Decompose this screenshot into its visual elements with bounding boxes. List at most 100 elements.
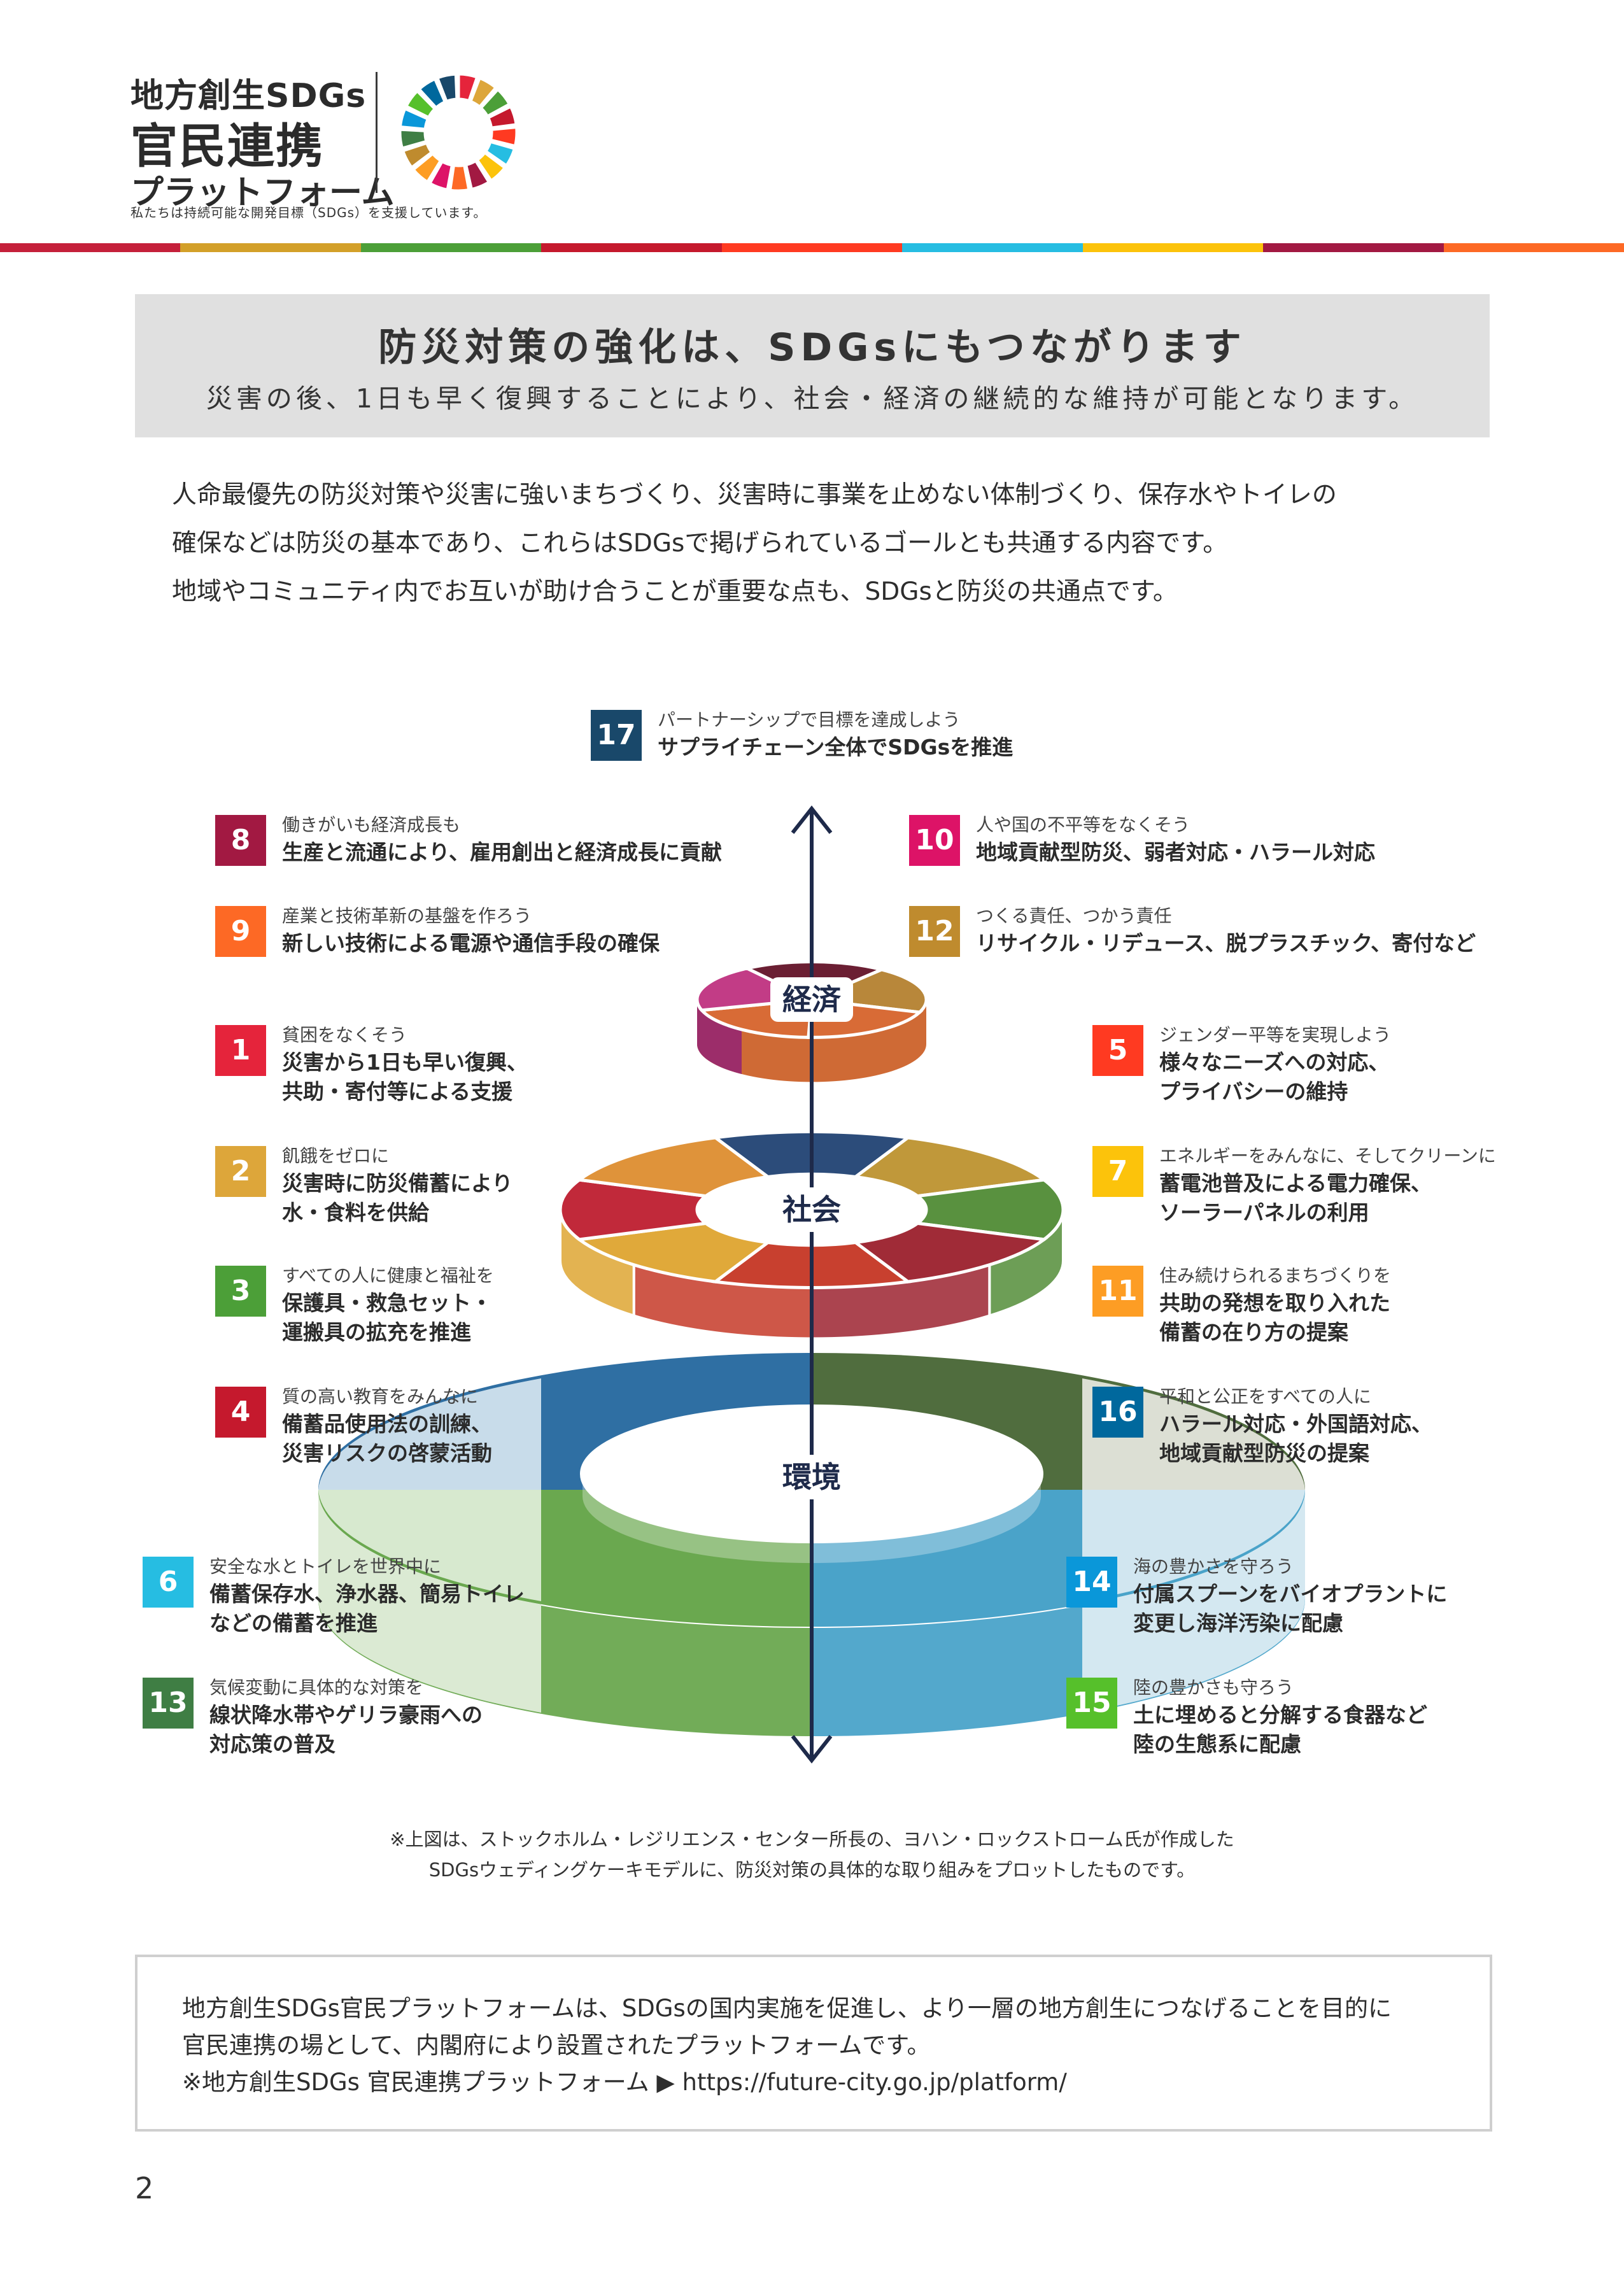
logo-line-1: 地方創生SDGs <box>131 77 367 115</box>
diagram-note: ※上図は、ストックホルム・レジリエンス・センター所長の、ヨハン・ロックストローム… <box>0 1824 1624 1885</box>
tier-label-environment: 環境 <box>770 1455 853 1499</box>
goal-title: つくる責任、つかう責任 <box>976 905 1172 926</box>
info-line: 官民連携の場として、内閣府により設置されたプラットフォームです。 <box>182 2032 931 2059</box>
goal-number: 10 <box>909 815 960 866</box>
society-tier <box>558 1130 1065 1340</box>
goal-title: 安全な水とトイレを世界中に <box>209 1556 442 1577</box>
goal-title: ジェンダー平等を実現しよう <box>1159 1024 1392 1045</box>
goal-description: 災害から1日も早い復興、共助・寄付等による支援 <box>282 1050 528 1104</box>
intro-line: 人命最優先の防災対策や災害に強いまちづくり、災害時に事業を止めない体制づくり、保… <box>172 481 1337 509</box>
goal-description: 生産と流通により、雇用創出と経済成長に貢献 <box>282 840 723 865</box>
axis-arrow-up-icon <box>791 805 833 834</box>
goal-description: サプライチェーン全体でSDGsを推進 <box>658 735 1013 760</box>
goal-title: パートナーシップで目標を達成しよう <box>658 709 961 730</box>
goal-description: 線状降水帯やゲリラ豪雨への対応策の普及 <box>209 1702 483 1757</box>
goal-number: 15 <box>1066 1678 1117 1729</box>
goal-title: 海の豊かさを守ろう <box>1133 1556 1294 1577</box>
goal-description: 備蓄保存水、浄水器、簡易トイレなどの備蓄を推進 <box>209 1581 525 1636</box>
goal-number: 6 <box>143 1557 194 1608</box>
goal-title: 産業と技術革新の基盤を作ろう <box>282 905 532 926</box>
goal-title: 働きがいも経済成長も <box>282 814 461 835</box>
society-segment <box>851 1136 1049 1198</box>
goal-title: 質の高い教育をみんなに <box>282 1386 479 1407</box>
society-segment <box>575 1136 772 1198</box>
goal-title: 平和と公正をすべての人に <box>1159 1386 1371 1407</box>
logo-divider <box>376 72 378 193</box>
goal-description: 土に埋めると分解する食器など陸の生態系に配慮 <box>1133 1702 1427 1757</box>
goal-description: 付属スプーンをバイオプラントに変更し海洋汚染に配慮 <box>1133 1581 1448 1636</box>
goal-description: ハラール対応・外国語対応、地域貢献型防災の提案 <box>1159 1411 1432 1466</box>
goal-description: 備蓄品使用法の訓練、災害リスクの啓蒙活動 <box>282 1411 492 1466</box>
logo-tagline: 私たちは持続可能な開発目標（SDGs）を支援しています。 <box>131 205 487 220</box>
goal-number: 8 <box>215 815 266 866</box>
platform-logo: 地方創生SDGs 官民連携 プラットフォーム <box>131 69 525 228</box>
goal-number: 11 <box>1092 1266 1143 1317</box>
goal-number: 12 <box>909 906 960 957</box>
intro-text: 人命最優先の防災対策や災害に強いまちづくり、災害時に事業を止めない体制づくり、保… <box>172 471 1464 616</box>
goal-title: 住み続けられるまちづくりを <box>1159 1265 1392 1286</box>
goal-title: エネルギーをみんなに、そしてクリーンに <box>1159 1145 1496 1166</box>
color-bar-segment <box>902 243 1083 252</box>
page-number: 2 <box>135 2171 154 2205</box>
page-title: 防災対策の強化は、SDGsにもつながります <box>378 325 1246 370</box>
goal-title: 飢餓をゼロに <box>282 1145 390 1166</box>
society-segment <box>851 1221 1049 1284</box>
tier-label-economy: 経済 <box>770 977 853 1022</box>
color-bar-segment <box>1443 243 1624 252</box>
goal-description: リサイクル・リデュース、脱プラスチック、寄付など <box>976 931 1476 956</box>
goal-description: 新しい技術による電源や通信手段の確保 <box>282 931 660 956</box>
goal-title: 気候変動に具体的な対策を <box>209 1677 424 1698</box>
goal-title: 貧困をなくそう <box>282 1024 407 1045</box>
goal-number: 5 <box>1092 1025 1143 1076</box>
intro-line: 確保などは防災の基本であり、これらはSDGsで掲げられているゴールとも共通する内… <box>172 529 1228 558</box>
goal-description: 共助の発想を取り入れた備蓄の在り方の提案 <box>1159 1291 1390 1345</box>
color-bar-segment <box>0 243 181 252</box>
goal-number: 17 <box>591 710 642 761</box>
axis-arrow-down-icon <box>791 1735 833 1764</box>
color-bar-segment <box>721 243 903 252</box>
goal-description: 蓄電池普及による電力確保、ソーラーパネルの利用 <box>1159 1171 1432 1225</box>
goal-description: 地域貢献型防災、弱者対応・ハラール対応 <box>976 840 1375 865</box>
society-segment <box>575 1221 772 1284</box>
goal-number: 9 <box>215 906 266 957</box>
goal-number: 4 <box>215 1387 266 1438</box>
sdgs-wheel-icon <box>398 72 519 193</box>
color-bar-segment <box>180 243 361 252</box>
info-line: 地方創生SDGs官民プラットフォームは、SDGsの国内実施を促進し、より一層の地… <box>182 1995 1392 2022</box>
logo-line-2: 官民連携 <box>131 119 324 174</box>
title-box: 防災対策の強化は、SDGsにもつながります 災害の後、1日も早く復興することによ… <box>135 294 1490 437</box>
note-line: SDGsウェディングケーキモデルに、防災対策の具体的な取り組みをプロットしたもの… <box>428 1859 1196 1881</box>
economy-wall-left <box>697 1000 742 1074</box>
goal-description: 保護具・救急セット・運搬具の拡充を推進 <box>282 1291 492 1345</box>
society-segment <box>913 1178 1065 1242</box>
goal-number: 2 <box>215 1146 266 1197</box>
goal-number: 7 <box>1092 1146 1143 1197</box>
goal-number: 1 <box>215 1025 266 1076</box>
goal-description: 様々なニーズへの対応、プライバシーの維持 <box>1159 1050 1390 1104</box>
intro-line: 地域やコミュニティ内でお互いが助け合うことが重要な点も、SDGsと防災の共通点で… <box>172 577 1178 606</box>
goal-number: 13 <box>143 1678 194 1729</box>
environment-tier <box>318 1353 1306 1736</box>
goal-title: 人や国の不平等をなくそう <box>976 814 1190 835</box>
tier-label-society: 社会 <box>770 1187 853 1232</box>
color-bar-segment <box>1263 243 1444 252</box>
goal-title: すべての人に健康と福祉を <box>282 1265 494 1286</box>
wheel-segment <box>435 72 459 104</box>
sdgs-color-bar <box>0 243 1624 252</box>
note-line: ※上図は、ストックホルム・レジリエンス・センター所長の、ヨハン・ロックストローム… <box>390 1829 1234 1850</box>
goal-number: 3 <box>215 1266 266 1317</box>
color-bar-segment <box>541 243 722 252</box>
logo-line-3: プラットフォーム <box>131 174 395 212</box>
wedding-cake-diagram: 経済 社会 環境 17 パートナーシップで目標を達成しよう サプライチェーン全体… <box>0 669 1624 1815</box>
goal-number: 16 <box>1092 1387 1143 1438</box>
color-bar-segment <box>1082 243 1264 252</box>
info-link[interactable]: ※地方創生SDGs 官民連携プラットフォーム ▶ https://future-… <box>182 2069 1067 2096</box>
color-bar-segment <box>360 243 542 252</box>
info-text: 地方創生SDGs官民プラットフォームは、SDGsの国内実施を促進し、より一層の地… <box>182 1990 1392 2101</box>
goal-number: 14 <box>1066 1557 1117 1608</box>
goal-title: 陸の豊かさも守ろう <box>1133 1677 1294 1698</box>
society-segment <box>558 1178 710 1242</box>
goal-description: 災害時に防災備蓄により水・食料を供給 <box>282 1171 513 1225</box>
platform-info-box: 地方創生SDGs官民プラットフォームは、SDGsの国内実施を促進し、より一層の地… <box>135 1955 1492 2132</box>
page-subtitle: 災害の後、1日も早く復興することにより、社会・経済の継続的な維持が可能となります… <box>206 383 1419 414</box>
